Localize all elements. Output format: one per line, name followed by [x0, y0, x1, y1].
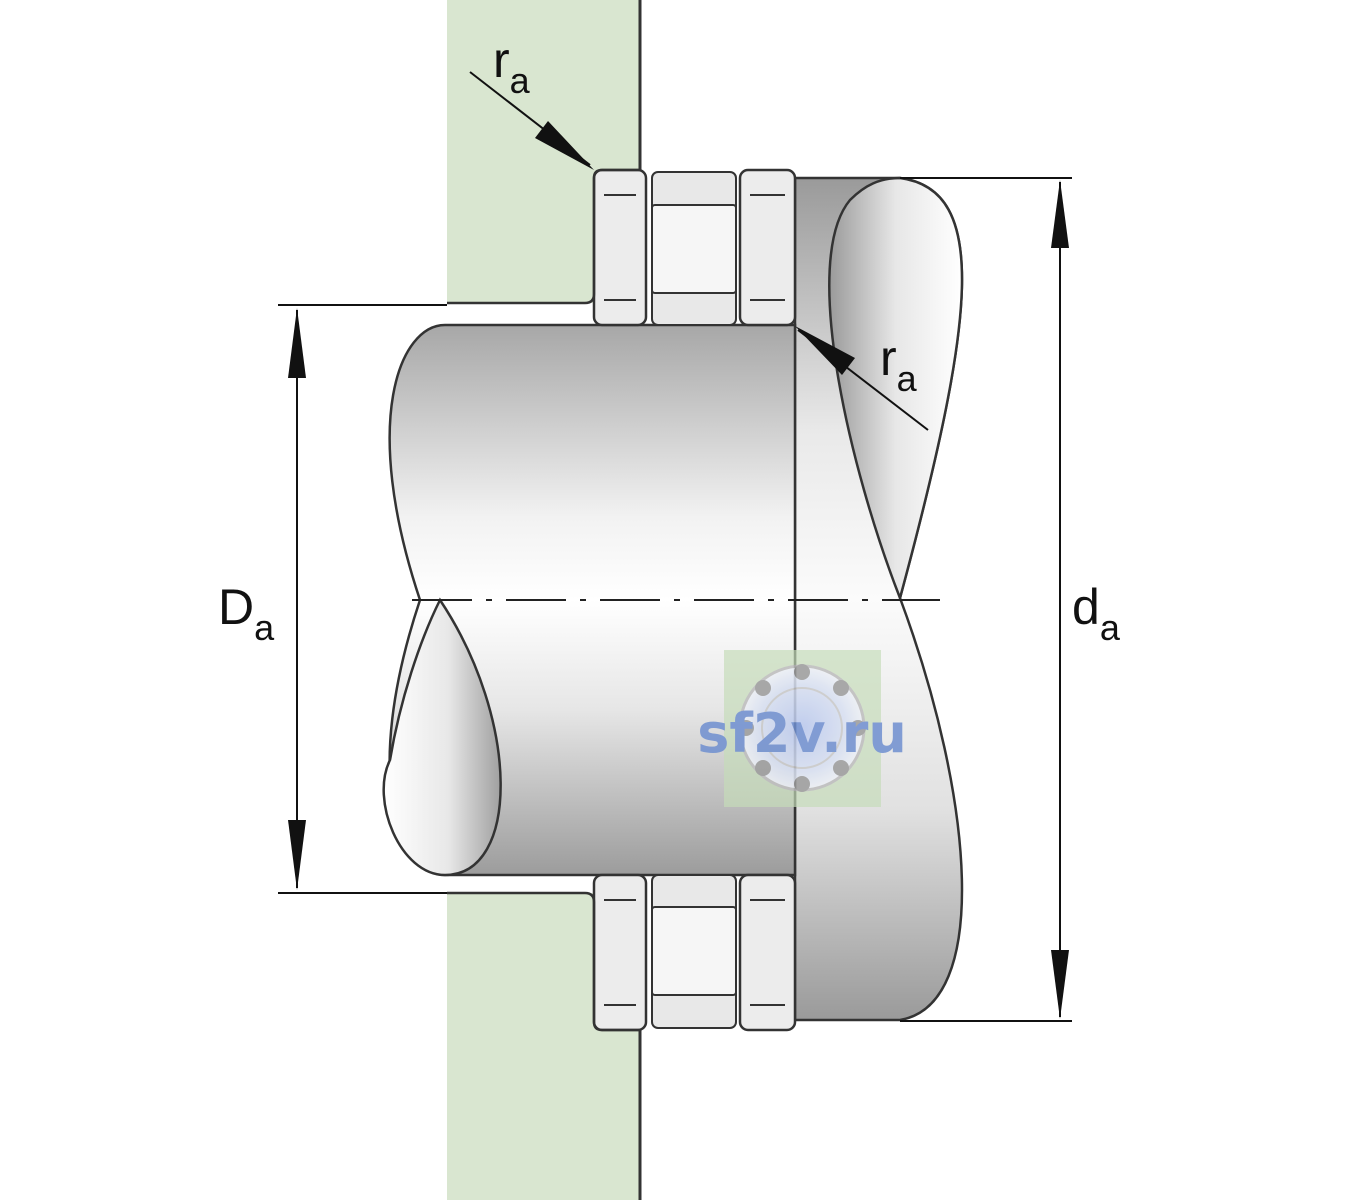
bearing-bottom — [592, 873, 797, 1032]
label-ra-top: ra — [493, 32, 531, 101]
label-da: da — [1072, 579, 1121, 648]
label-ra-right: ra — [880, 330, 918, 399]
extension-lines — [278, 177, 1072, 1022]
ra-leader-top — [469, 71, 594, 170]
housing-shoulder-outline — [447, 168, 640, 1032]
shaft-right-section — [793, 176, 964, 1022]
watermark: sf2v.ru — [697, 650, 907, 807]
bearing-top — [592, 168, 797, 327]
label-Da: Da — [218, 579, 275, 648]
shaft-main-section — [382, 323, 797, 877]
watermark-text: sf2v.ru — [697, 702, 907, 765]
ra-leader-right — [795, 326, 929, 431]
dimension-da — [1051, 180, 1069, 1019]
dimension-Da — [288, 308, 306, 890]
